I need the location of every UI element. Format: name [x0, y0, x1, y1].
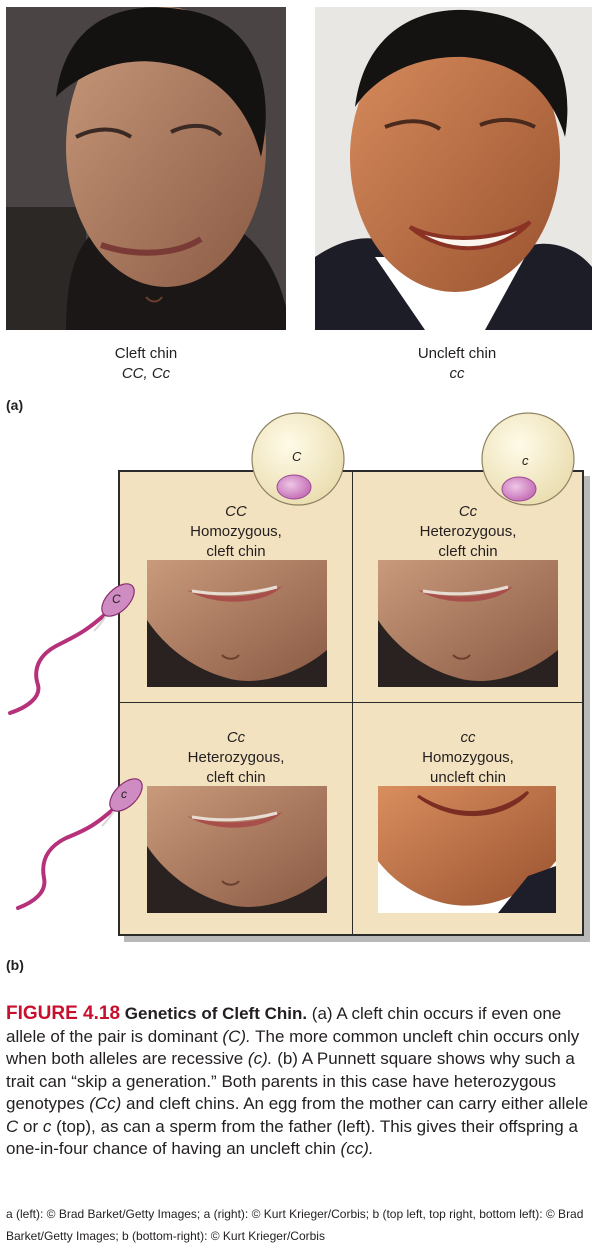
cell-genotype: Cc: [458, 503, 478, 520]
caption-cleft-chin-trait: Cleft chin: [114, 345, 178, 362]
cell-genotype: Cc: [226, 729, 246, 746]
caption-italic: (c).: [247, 1049, 273, 1068]
sperm-recessive: c: [16, 770, 146, 910]
cell-type: Homozygous,: [190, 523, 282, 540]
figure-caption: FIGURE 4.18 Genetics of Cleft Chin. (a) …: [6, 1003, 596, 1161]
cell-type: Homozygous,: [422, 749, 514, 766]
cell-phenotype: cleft chin: [206, 769, 266, 786]
egg-allele: C: [292, 449, 302, 464]
cell-phenotype: cleft chin: [206, 543, 266, 560]
egg-cell-icon: [251, 412, 345, 506]
sperm-allele: c: [121, 787, 127, 801]
part-label-b: (b): [6, 957, 24, 973]
photo-chin-cc: [147, 560, 327, 687]
caption-text: or: [18, 1116, 43, 1136]
caption-italic: (Cc): [89, 1094, 122, 1113]
caption-cleft-chin-genotype: CC, Cc: [121, 365, 171, 382]
caption-uncleft-chin-trait: Uncleft chin: [417, 345, 497, 362]
cell-cc-het-top-label: Cc Heterozygous, cleft chin: [352, 502, 584, 562]
caption-uncleft-chin-genotype: cc: [449, 365, 465, 382]
square-divider-horizontal: [120, 702, 582, 703]
photo-chin-uncleft: [378, 786, 556, 913]
cell-type: Heterozygous,: [419, 523, 517, 540]
caption-text: The more common uncleft chin occurs only…: [6, 1026, 580, 1069]
caption-italic: (C).: [222, 1026, 251, 1046]
caption-text: (b) A Punnett square shows why such a tr…: [6, 1049, 575, 1113]
caption-italic: c: [42, 1116, 52, 1136]
cell-cc-recessive-label: cc Homozygous, uncleft chin: [352, 728, 584, 788]
photo-credits: a (left): © Brad Barket/Getty Images; a …: [6, 1207, 584, 1243]
photo-chin-cc-het-bottom: [147, 786, 327, 913]
photo-uncleft-chin-man: [315, 7, 592, 330]
sperm-cell-icon: [16, 778, 143, 910]
sperm-cell-icon: [8, 583, 135, 715]
figure-number: FIGURE 4.18: [6, 1003, 121, 1024]
caption-text: (a) A cleft chin occurs if even one alle…: [6, 1004, 562, 1046]
caption-cleft-chin: Cleft chin CC, Cc: [66, 344, 226, 384]
figure-title: Genetics of Cleft Chin.: [124, 1004, 308, 1023]
cell-phenotype: cleft chin: [438, 543, 498, 560]
caption-uncleft-chin: Uncleft chin cc: [377, 344, 537, 384]
cell-cc-het-bottom-label: Cc Heterozygous, cleft chin: [120, 728, 352, 788]
cell-type: Heterozygous,: [187, 749, 285, 766]
egg-dominant: C: [250, 411, 346, 507]
part-label-a: (a): [6, 397, 24, 413]
egg-cell-icon: [481, 412, 575, 506]
photo-chin-cc-het-top: [378, 560, 558, 687]
photo-cleft-chin-man: [6, 7, 286, 330]
caption-text: (top), as can a sperm from the father (l…: [6, 1116, 578, 1159]
punnett-square: CC Homozygous, cleft chin Cc Heterozygou…: [118, 470, 584, 936]
cell-phenotype: uncleft chin: [430, 769, 506, 786]
cell-genotype: CC: [225, 503, 247, 520]
caption-italic: (cc).: [340, 1139, 374, 1158]
egg-allele: c: [522, 453, 529, 468]
cell-genotype: cc: [460, 729, 476, 746]
square-divider-vertical: [352, 472, 353, 934]
sperm-allele: C: [112, 592, 121, 606]
caption-text: and cleft chins. An egg from the mother …: [121, 1094, 589, 1113]
sperm-dominant: C: [8, 575, 138, 715]
caption-italic: C: [6, 1116, 19, 1136]
cell-cc-dominant-label: CC Homozygous, cleft chin: [120, 502, 352, 562]
egg-recessive: c: [480, 411, 576, 507]
